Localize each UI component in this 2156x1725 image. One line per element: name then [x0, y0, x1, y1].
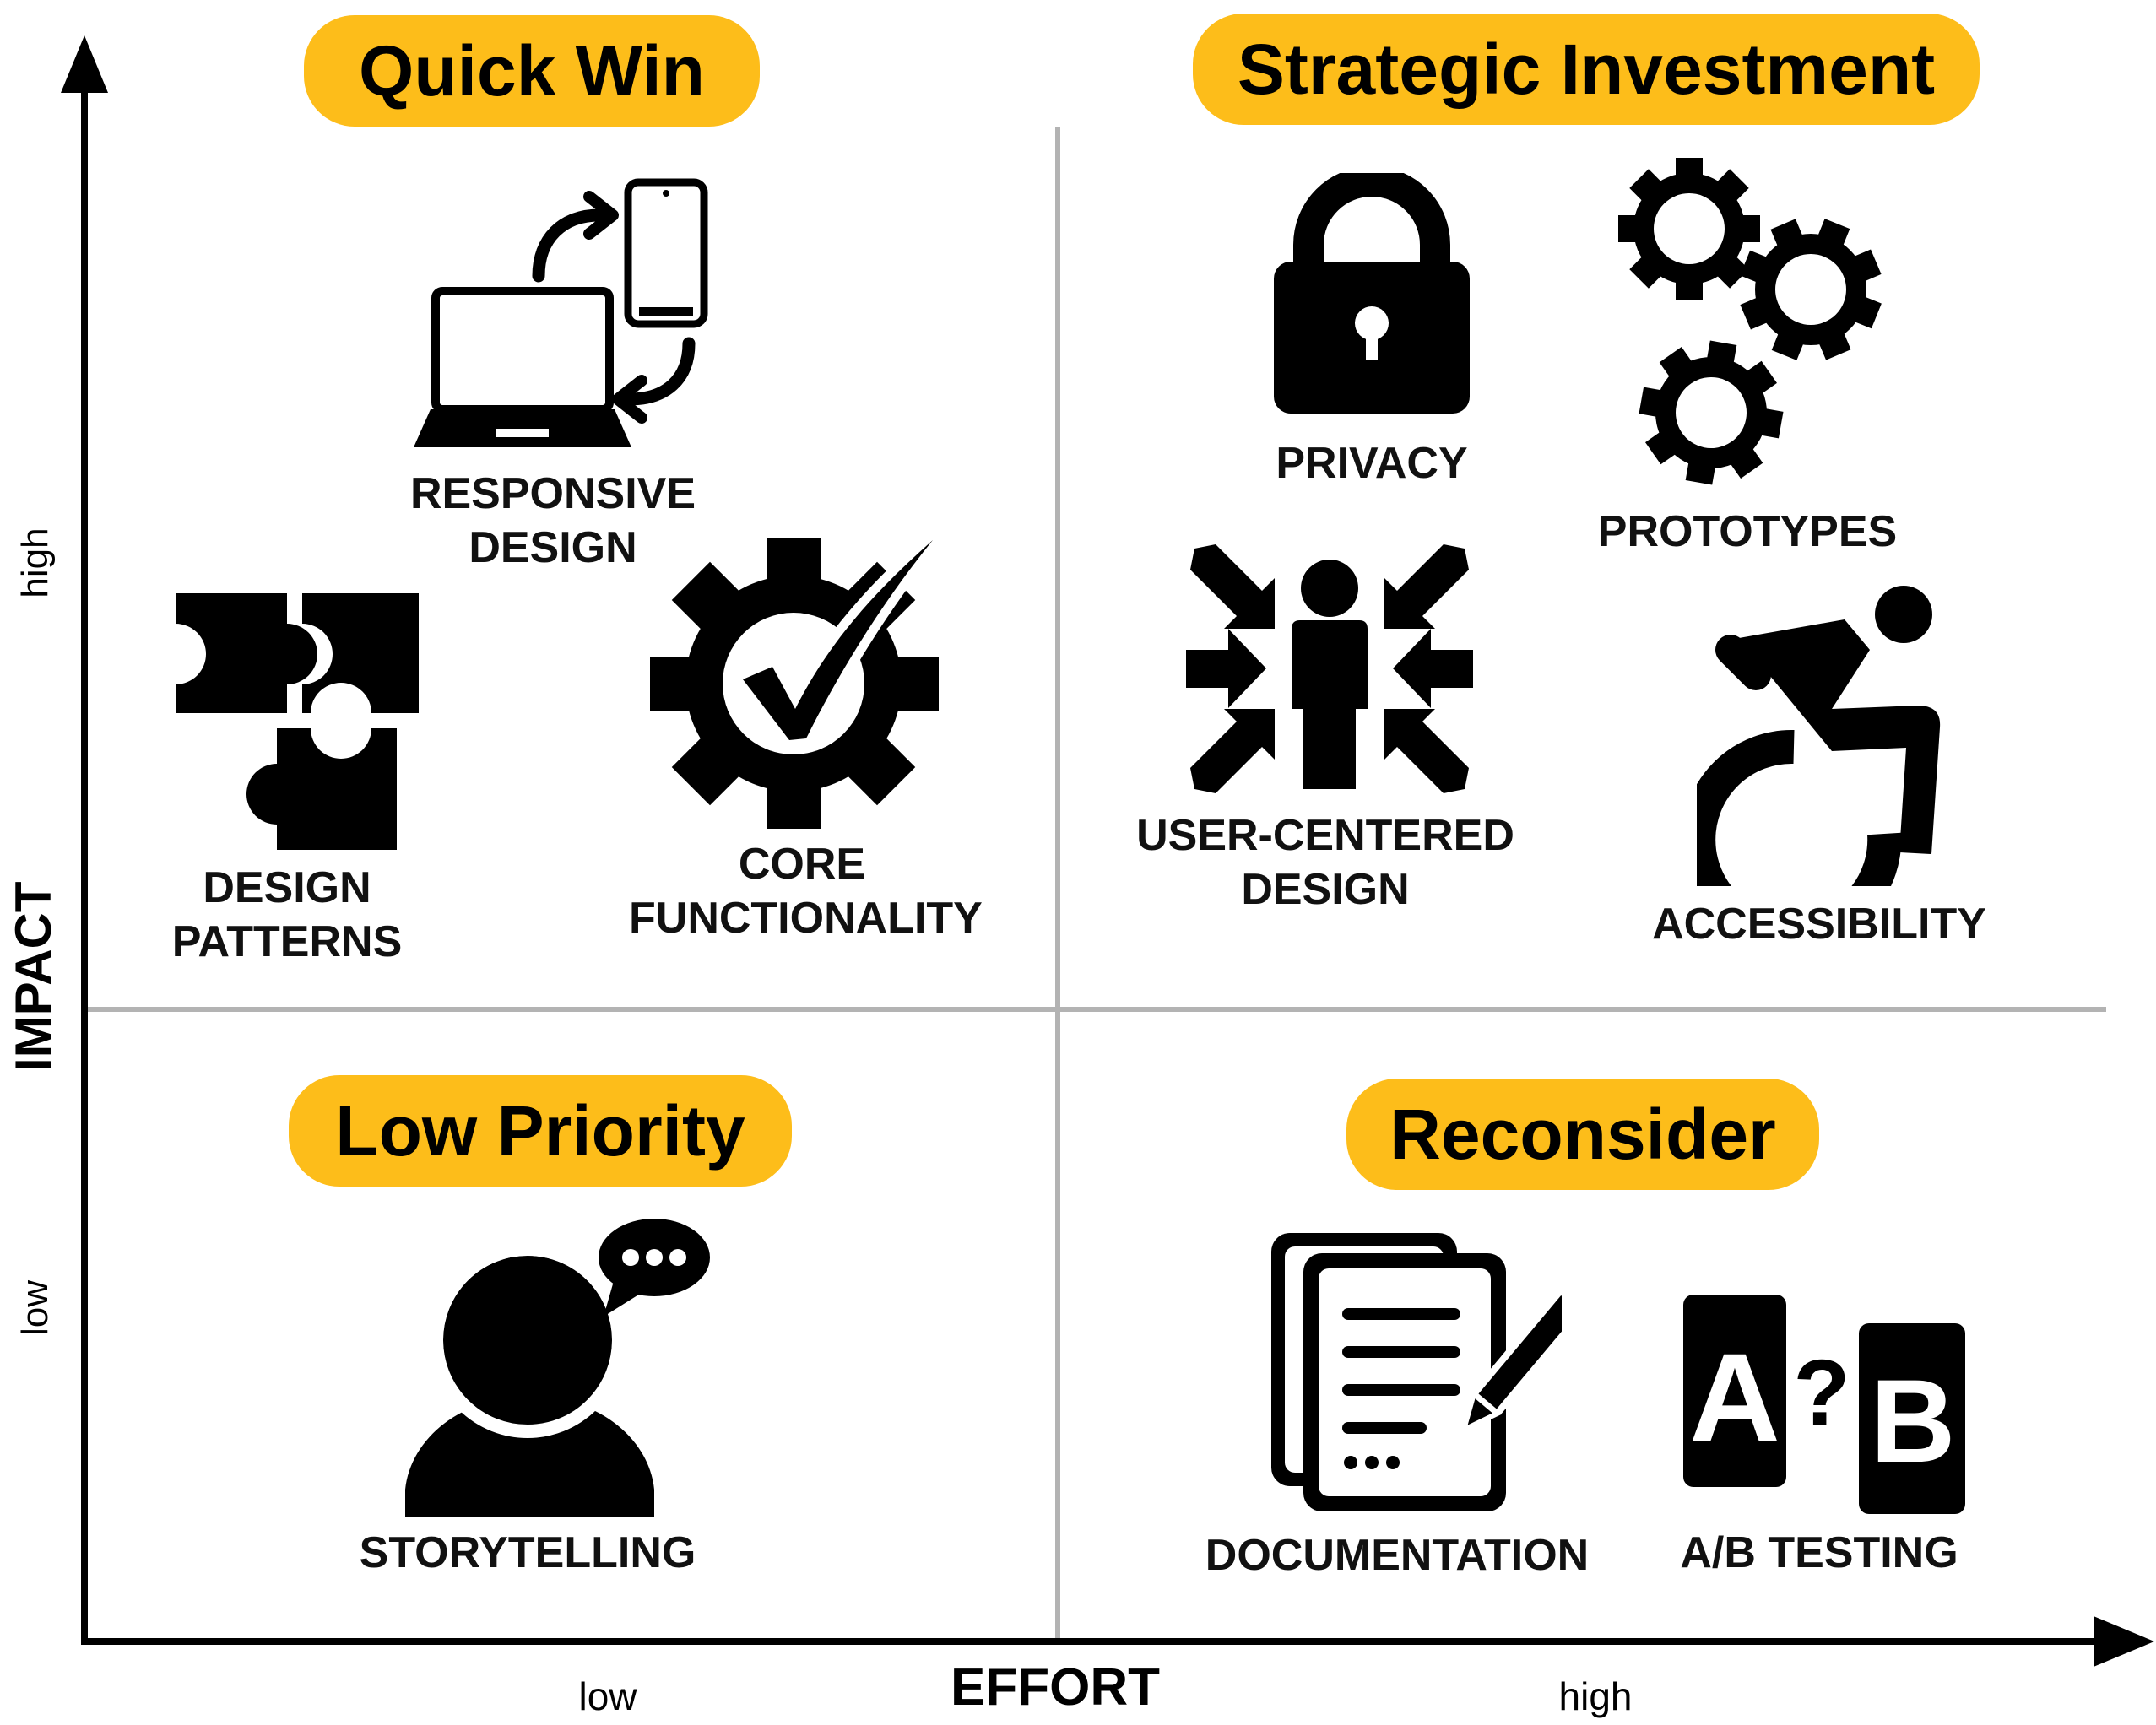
design-patterns-label-line1: DESIGN	[203, 863, 371, 912]
storytelling-icon	[401, 1219, 710, 1517]
x-axis-title: EFFORT	[951, 1658, 1160, 1717]
quadrant-low-priority: Low Priority	[289, 1075, 792, 1187]
core-functionality-label-line2: FUNCTIONALITY	[629, 894, 983, 943]
ab-question: ?	[1793, 1341, 1850, 1445]
ab-letter-a: A	[1689, 1327, 1780, 1468]
design-patterns-label-line2: PATTERNS	[171, 917, 403, 966]
y-axis-low-label: low	[14, 1279, 56, 1337]
responsive-design-label-line1: RESPONSIVE	[409, 469, 696, 518]
x-axis-arrow	[2094, 1616, 2154, 1667]
storytelling-label: STORYTELLING	[359, 1528, 696, 1577]
ab-testing-label: A/B TESTING	[1680, 1528, 1958, 1577]
quadrant-reconsider: Reconsider	[1346, 1079, 1819, 1190]
gear-check-icon	[650, 536, 942, 829]
gears-icon	[1618, 158, 1882, 485]
quadrant-quick-win: Quick Win	[304, 15, 760, 127]
core-functionality-label-line1: CORE	[738, 840, 866, 889]
lock-icon	[1274, 173, 1470, 414]
ab-letter-b: B	[1870, 1355, 1955, 1487]
user-centered-icon	[1186, 544, 1473, 793]
documentation-label: DOCUMENTATION	[1205, 1531, 1590, 1580]
puzzle-icon	[176, 593, 419, 850]
responsive-design-icon	[414, 178, 708, 447]
accessibility-icon	[1697, 586, 1941, 886]
responsive-design-label-line2: DESIGN	[469, 523, 637, 572]
y-axis-arrow	[61, 35, 108, 93]
ab-testing-icon: A B ?	[1683, 1295, 1965, 1514]
user-centered-design-label-line2: DESIGN	[1241, 865, 1410, 914]
y-axis-high-label: high	[14, 527, 56, 598]
user-centered-design-label-line1: USER-CENTERED	[1136, 811, 1514, 860]
x-axis-high-label: high	[1558, 1674, 1633, 1718]
quadrant-strategic-investment: Strategic Investment	[1193, 14, 1980, 125]
documentation-icon	[1271, 1233, 1562, 1511]
y-axis-title: IMPACT	[5, 881, 62, 1072]
accessibility-label: ACCESSIBILITY	[1652, 900, 1986, 949]
prototypes-label: PROTOTYPES	[1597, 507, 1898, 556]
privacy-label: PRIVACY	[1276, 439, 1468, 488]
x-axis-low-label: low	[578, 1674, 637, 1718]
